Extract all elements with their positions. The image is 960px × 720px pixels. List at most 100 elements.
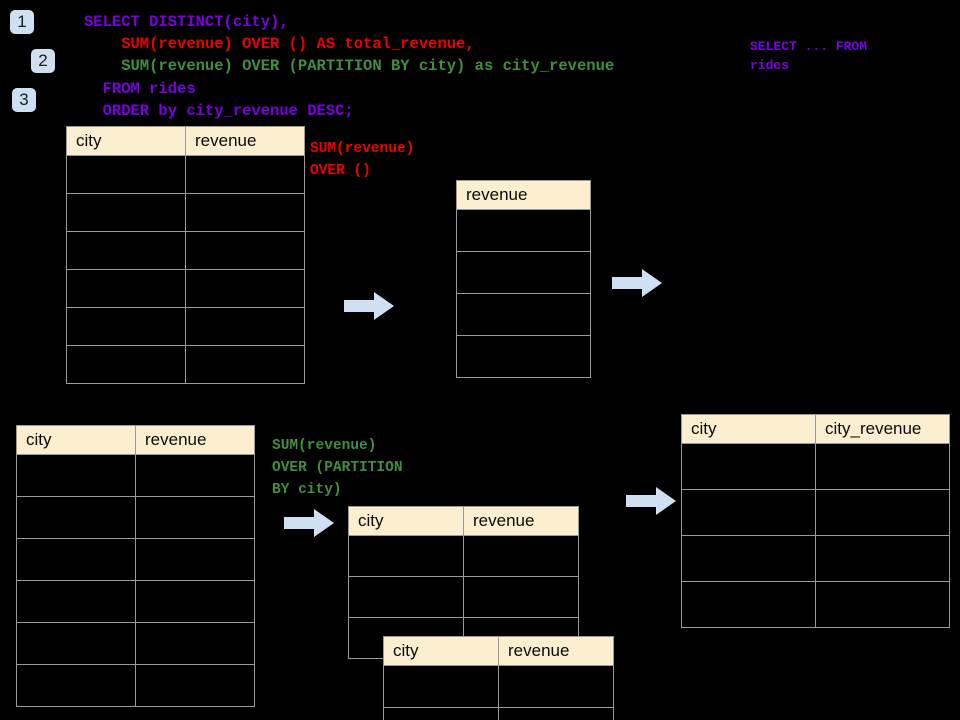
table-cell xyxy=(456,209,591,252)
rides-source-table: city revenue xyxy=(66,126,305,384)
column-header-city: city xyxy=(66,126,186,156)
table-row xyxy=(456,209,591,252)
table-header-row: city revenue xyxy=(66,126,305,156)
table-cell xyxy=(66,307,186,346)
table-header-row: city revenue xyxy=(16,425,255,455)
table-cell xyxy=(348,535,464,577)
partition-group-front: city revenue xyxy=(383,636,614,720)
table-row xyxy=(16,664,255,707)
table-cell xyxy=(383,665,499,708)
table-cell xyxy=(815,581,950,628)
sql-line-from: FROM rides xyxy=(84,80,196,98)
table-row xyxy=(16,580,255,623)
table-cell xyxy=(815,489,950,536)
column-header-revenue: revenue xyxy=(135,425,255,455)
arrow-total-to-result xyxy=(612,269,662,297)
arrow-source-to-partition xyxy=(284,509,334,537)
table-row xyxy=(66,269,305,308)
table-cell xyxy=(185,193,305,232)
table-row xyxy=(348,535,579,577)
table-cell xyxy=(681,489,816,536)
table-cell xyxy=(185,307,305,346)
table-body xyxy=(66,155,305,384)
column-header-city-revenue: city_revenue xyxy=(815,414,950,444)
annotation-total-window: SUM(revenue) OVER () xyxy=(310,141,415,179)
table-cell xyxy=(815,535,950,582)
column-header-revenue: revenue xyxy=(185,126,305,156)
table-body xyxy=(681,443,950,628)
table-row xyxy=(16,538,255,581)
table-row xyxy=(66,307,305,346)
table-cell xyxy=(185,155,305,194)
arrow-source-to-total xyxy=(344,292,394,320)
table-row xyxy=(456,335,591,378)
table-cell xyxy=(135,538,255,581)
table-header-row: city revenue xyxy=(383,636,614,666)
table-row xyxy=(66,155,305,194)
table-cell xyxy=(681,443,816,490)
step-badge-1: 1 xyxy=(10,10,34,34)
table-cell xyxy=(185,345,305,384)
table-cell xyxy=(681,535,816,582)
table-cell xyxy=(16,580,136,623)
table-cell xyxy=(185,231,305,270)
column-header-revenue: revenue xyxy=(463,506,579,536)
table-cell xyxy=(498,707,614,720)
table-cell xyxy=(66,345,186,384)
table-cell xyxy=(66,155,186,194)
column-header-city: city xyxy=(16,425,136,455)
table-cell xyxy=(463,535,579,577)
table-cell xyxy=(16,538,136,581)
table-header-row: revenue xyxy=(456,180,591,210)
table-row xyxy=(16,454,255,497)
table-row xyxy=(16,496,255,539)
total-revenue-table: revenue xyxy=(456,180,591,378)
sql-line-total-revenue: SUM(revenue) OVER () AS total_revenue, xyxy=(84,35,475,53)
step-badge-2: 2 xyxy=(31,49,55,73)
table-cell xyxy=(348,576,464,618)
table-row xyxy=(456,251,591,294)
column-header-city: city xyxy=(383,636,499,666)
table-row xyxy=(681,535,950,582)
table-row xyxy=(681,489,950,536)
annotation-partition-window: SUM(revenue) OVER (PARTITION BY city) xyxy=(272,438,403,498)
rides-source-table-bottom: city revenue xyxy=(16,425,255,707)
sql-side-note: SELECT ... FROM rides xyxy=(750,39,868,73)
table-row xyxy=(681,443,950,490)
table-cell xyxy=(681,581,816,628)
table-row xyxy=(383,665,614,708)
table-row xyxy=(16,622,255,665)
table-cell xyxy=(16,664,136,707)
table-row xyxy=(66,345,305,384)
partition-group-back: city revenue xyxy=(348,506,579,659)
table-cell xyxy=(463,576,579,618)
final-result-table: city city_revenue xyxy=(681,414,950,628)
table-row xyxy=(66,231,305,270)
table-cell xyxy=(135,622,255,665)
table-header-row: city revenue xyxy=(348,506,579,536)
table-cell xyxy=(16,454,136,497)
column-header-city: city xyxy=(681,414,816,444)
table-body xyxy=(16,454,255,707)
table-cell xyxy=(498,665,614,708)
table-row xyxy=(456,293,591,336)
table-row xyxy=(66,193,305,232)
table-cell xyxy=(456,251,591,294)
sql-line-city-revenue: SUM(revenue) OVER (PARTITION BY city) as… xyxy=(84,57,615,75)
table-cell xyxy=(135,664,255,707)
table-cell xyxy=(815,443,950,490)
column-header-revenue: revenue xyxy=(456,180,591,210)
table-body xyxy=(348,535,579,659)
table-cell xyxy=(135,496,255,539)
table-row xyxy=(348,576,579,618)
table-cell xyxy=(456,293,591,336)
sql-line-order-by: ORDER by city_revenue DESC; xyxy=(84,102,354,120)
table-cell xyxy=(383,707,499,720)
table-cell xyxy=(16,496,136,539)
table-header-row: city city_revenue xyxy=(681,414,950,444)
table-cell xyxy=(456,335,591,378)
sql-line-select: SELECT DISTINCT(city), xyxy=(84,13,289,31)
table-cell xyxy=(135,580,255,623)
table-body xyxy=(383,665,614,720)
